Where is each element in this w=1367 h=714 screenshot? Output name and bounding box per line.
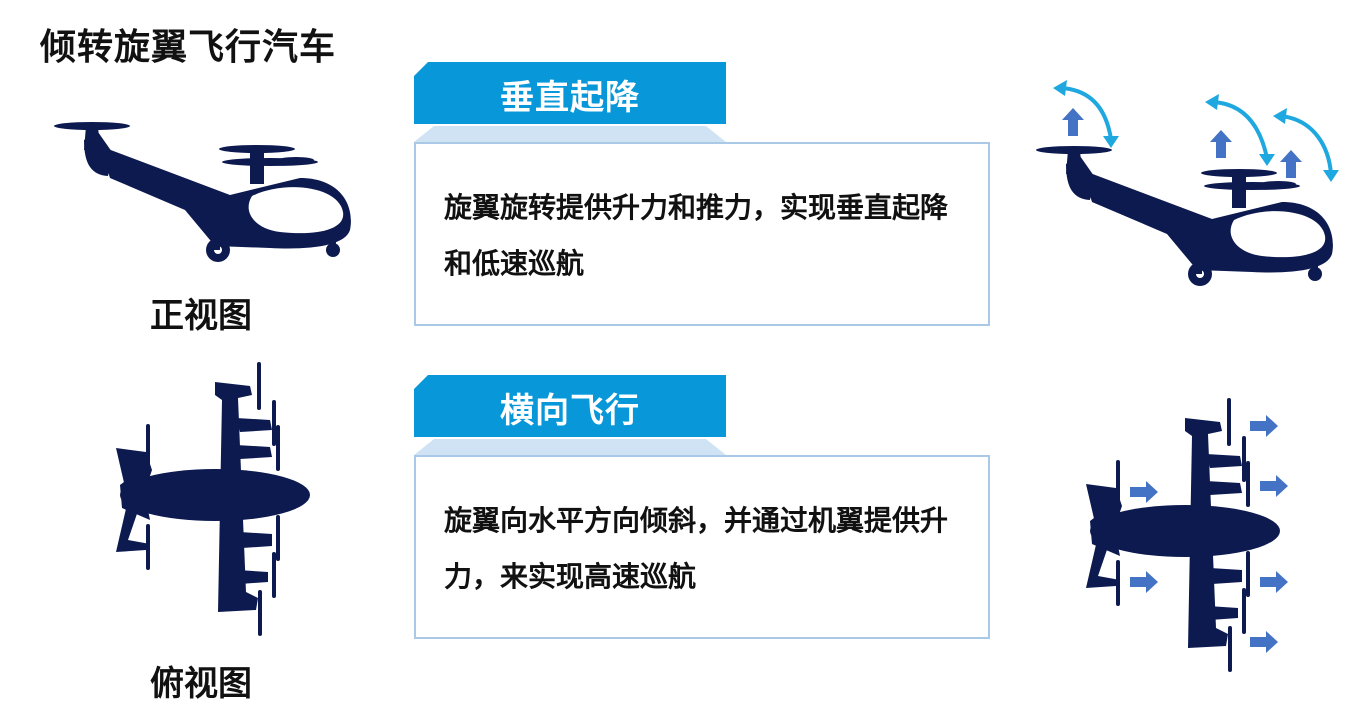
page-title: 倾转旋翼飞行汽车: [40, 27, 337, 68]
right-arrow-icon: [1250, 631, 1278, 653]
tab-background: [414, 375, 726, 437]
right-arrow-icon: [1130, 481, 1158, 503]
tab-shadow: [414, 126, 726, 142]
section-heading: 横向飞行: [500, 391, 640, 431]
section-tab-vtol: 垂直起降: [414, 62, 726, 124]
top-view-label: 俯视图: [150, 664, 252, 704]
description-text: 旋翼旋转提供升力和推力，实现垂直起降和低速巡航: [444, 191, 949, 280]
right-arrow-icon: [1250, 415, 1278, 437]
rotation-arrow-icon: [1273, 108, 1339, 182]
right-arrow-icon: [1130, 571, 1158, 593]
section-heading: 垂直起降: [500, 78, 640, 118]
rotation-arrow-icon: [1053, 80, 1119, 148]
right-arrow-icon: [1260, 571, 1288, 593]
right-arrow-icon: [1260, 475, 1288, 497]
aircraft-side-view-right: [1036, 80, 1339, 286]
section-tab-horizontal: 横向飞行: [414, 375, 726, 437]
description-box-vtol: 旋翼旋转提供升力和推力，实现垂直起降和低速巡航: [414, 142, 990, 326]
tab-background: [414, 62, 726, 124]
aircraft-top-view-right: [1086, 398, 1288, 672]
description-box-horizontal: 旋翼向水平方向倾斜，并通过机翼提供升力，来实现高速巡航: [414, 455, 990, 639]
description-text: 旋翼向水平方向倾斜，并通过机翼提供升力，来实现高速巡航: [444, 504, 949, 593]
tab-shadow: [414, 439, 726, 455]
aircraft-top-view-left: [116, 362, 310, 636]
front-view-label: 正视图: [150, 296, 252, 336]
rotation-arrow-icon: [1205, 94, 1275, 166]
